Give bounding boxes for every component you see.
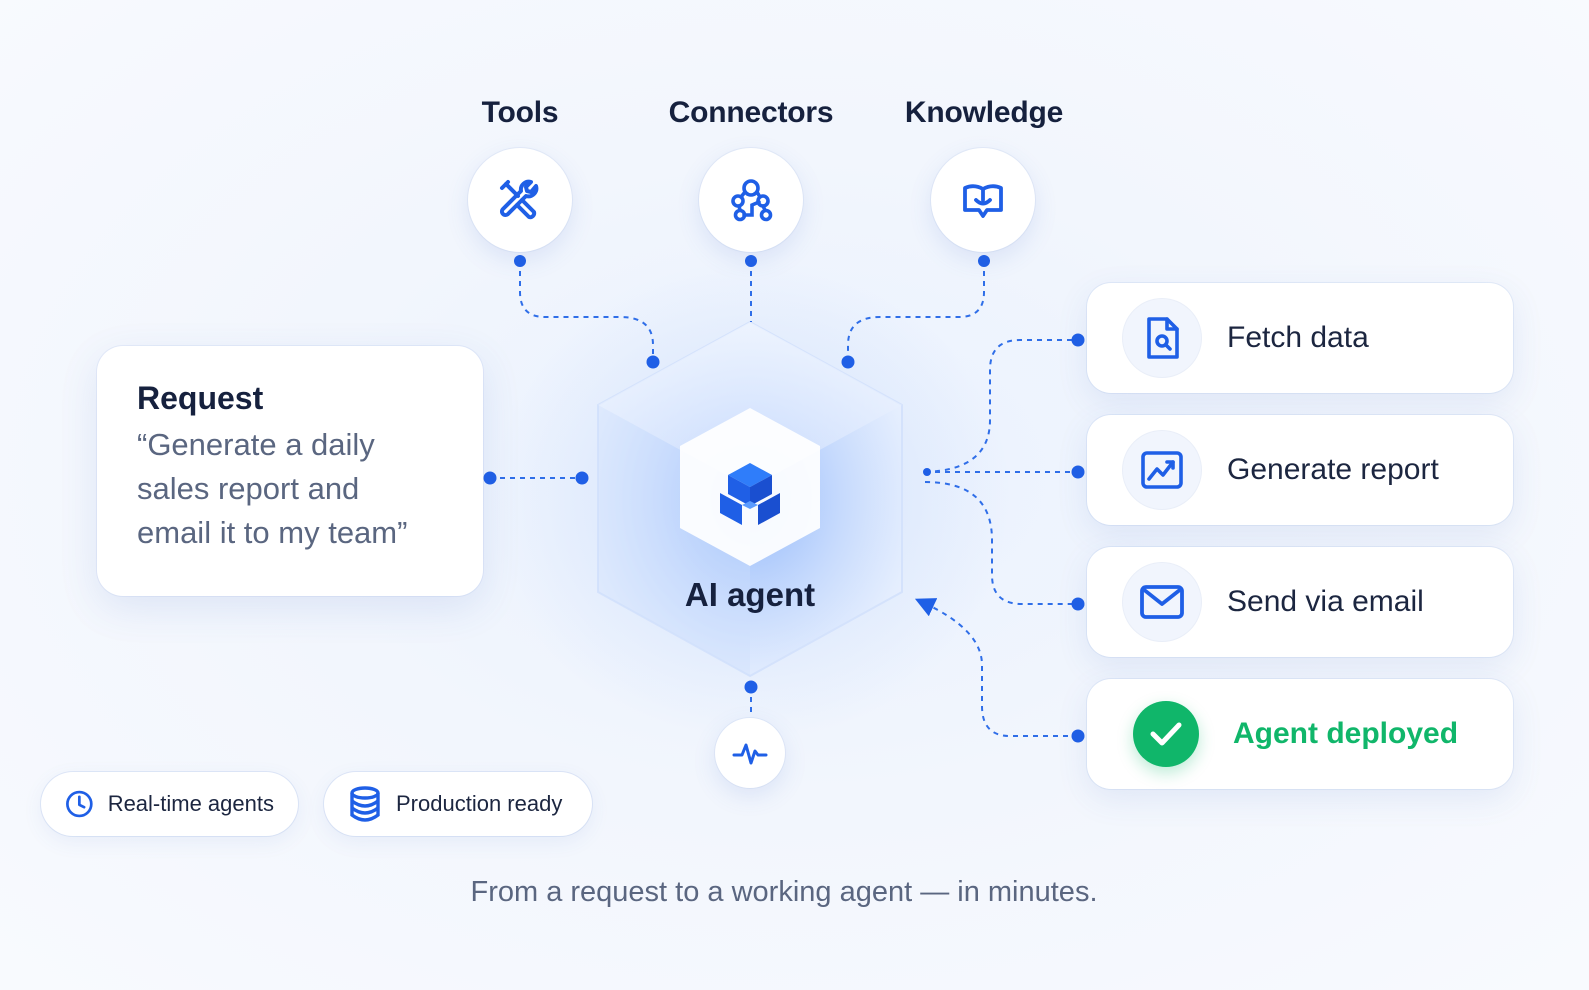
monitor-node[interactable] <box>715 718 785 788</box>
database-icon <box>350 786 380 822</box>
request-card: Request “Generate a daily sales report a… <box>97 346 483 596</box>
email-connector <box>924 481 1078 605</box>
step-label: Agent deployed <box>1233 717 1459 750</box>
step-card-generate-report[interactable]: Generate report <box>1087 415 1513 525</box>
category-label-tools: Tools <box>481 96 559 129</box>
file-search-icon <box>1147 317 1179 359</box>
step-label: Fetch data <box>1227 321 1369 354</box>
badge-realtime-agents[interactable]: Real-time agents <box>41 772 298 836</box>
mail-icon <box>1140 585 1184 619</box>
category-label-knowledge: Knowledge <box>904 96 1064 129</box>
tagline: From a request to a working agent — in m… <box>470 876 1098 908</box>
step-icon-badge <box>1123 431 1201 509</box>
step-card-send-email[interactable]: Send via email <box>1087 547 1513 657</box>
step-icon-badge <box>1123 563 1201 641</box>
connector-lines <box>490 261 1078 737</box>
step-card-fetch-data[interactable]: Fetch data <box>1087 283 1513 393</box>
connectors-node[interactable] <box>699 148 803 252</box>
knowledge-icon <box>963 184 1003 218</box>
step-icon-badge <box>1133 701 1199 767</box>
request-text-line: email it to my team” <box>137 515 408 550</box>
step-label: Generate report <box>1227 453 1439 486</box>
tools-node[interactable] <box>468 148 572 252</box>
fetch-connector <box>924 339 1078 473</box>
category-label-connectors: Connectors <box>668 96 834 129</box>
deploy-connector <box>914 598 1078 737</box>
tools-icon <box>500 179 539 220</box>
badge-production-ready[interactable]: Production ready <box>324 772 592 836</box>
chart-report-icon <box>1141 451 1183 489</box>
step-card-agent-deployed[interactable]: Agent deployed <box>1087 679 1513 789</box>
activity-pulse-icon <box>732 743 768 765</box>
check-circle-icon <box>1150 722 1182 746</box>
request-text-line: sales report and <box>137 471 360 506</box>
agent-cube-icon <box>720 463 780 525</box>
step-label: Send via email <box>1227 585 1424 618</box>
agent-label: AI agent <box>684 576 816 613</box>
request-title: Request <box>137 380 264 416</box>
badge-label: Production ready <box>396 791 563 816</box>
clock-icon <box>66 790 93 818</box>
tools-connector <box>519 261 654 362</box>
knowledge-connector <box>847 261 985 362</box>
connector-dots <box>483 255 1085 743</box>
connectors-icon <box>731 179 773 222</box>
knowledge-node[interactable] <box>931 148 1035 252</box>
badge-label: Real-time agents <box>107 791 274 816</box>
step-icon-badge <box>1123 299 1201 377</box>
request-text-line: “Generate a daily <box>137 427 375 462</box>
